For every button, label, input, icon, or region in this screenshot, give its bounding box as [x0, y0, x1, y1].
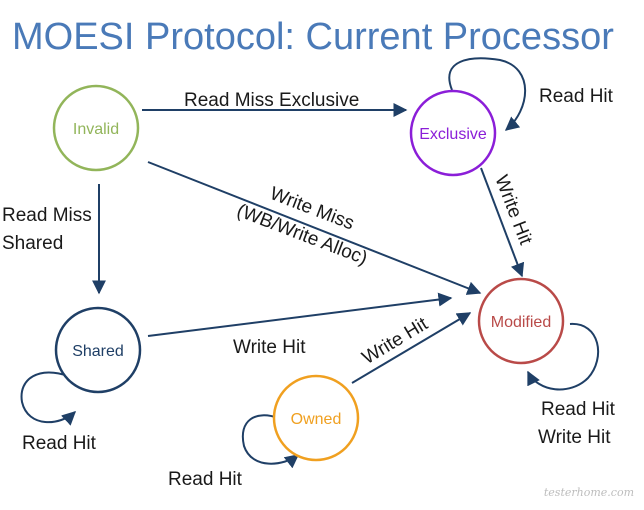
state-exclusive: Exclusive: [409, 89, 497, 177]
state-invalid: Invalid: [52, 84, 140, 172]
label-exclusive-read-hit: Read Hit: [539, 86, 614, 107]
label-modified-read-hit: Read Hit: [541, 399, 616, 420]
state-modified: Modified: [477, 277, 565, 365]
label-read-miss-exclusive: Read Miss Exclusive: [184, 90, 359, 111]
loop-exclusive-read-hit: [448, 57, 526, 131]
label-read-miss-shared-line1: Read Miss: [2, 205, 92, 226]
state-owned-label: Owned: [291, 411, 342, 428]
loop-modified-read-write-hit: [527, 322, 600, 391]
state-exclusive-label: Exclusive: [419, 126, 487, 143]
edge-invalid-to-modified: [147, 161, 482, 295]
label-read-miss-shared-line2: Shared: [2, 233, 63, 254]
edge-owned-to-modified: [351, 312, 472, 384]
page-title: MOESI Protocol: Current Processor: [12, 16, 614, 58]
loop-shared-read-hit: [20, 371, 77, 426]
watermark: testerhome.com: [544, 486, 634, 499]
label-shared-read-hit: Read Hit: [22, 433, 97, 454]
label-modified-write-hit: Write Hit: [538, 427, 611, 448]
edge-shared-to-modified: [147, 292, 453, 337]
state-shared: Shared: [54, 306, 142, 394]
edge-exclusive-to-modified: [480, 167, 525, 278]
label-shared-write-hit: Write Hit: [233, 337, 306, 358]
state-invalid-label: Invalid: [73, 121, 119, 138]
state-modified-label: Modified: [491, 314, 551, 331]
label-owned-read-hit: Read Hit: [168, 469, 243, 490]
loop-owned-read-hit: [241, 414, 300, 469]
state-owned: Owned: [272, 374, 360, 462]
state-shared-label: Shared: [72, 343, 124, 360]
